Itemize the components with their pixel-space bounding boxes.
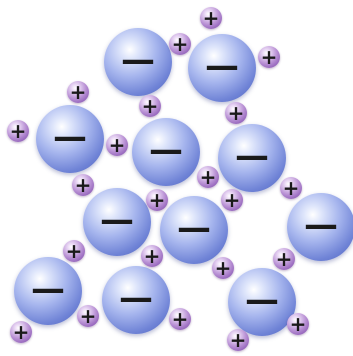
minus-sign: — — [205, 49, 239, 83]
positive-ion: + — [72, 174, 94, 196]
plus-sign: + — [10, 121, 27, 141]
plus-sign: + — [261, 47, 278, 67]
negative-ion: — — [102, 266, 170, 334]
negative-ion: — — [83, 188, 151, 256]
plus-sign: + — [228, 103, 245, 123]
plus-sign: + — [66, 241, 83, 261]
plus-sign: + — [80, 306, 97, 326]
minus-sign: — — [119, 281, 153, 315]
positive-ion: + — [225, 102, 247, 124]
positive-ion: + — [169, 33, 191, 55]
plus-sign: + — [142, 96, 159, 116]
positive-ion: + — [63, 240, 85, 262]
positive-ion: + — [212, 257, 234, 279]
minus-sign: — — [53, 120, 87, 154]
minus-sign: — — [149, 133, 183, 167]
plus-sign: + — [172, 309, 189, 329]
minus-sign: — — [245, 283, 279, 317]
positive-ion: + — [197, 166, 219, 188]
positive-ion: + — [7, 120, 29, 142]
positive-ion: + — [227, 329, 249, 351]
positive-ion: + — [287, 313, 309, 335]
positive-ion: + — [106, 134, 128, 156]
minus-sign: — — [31, 272, 65, 306]
positive-ion: + — [10, 321, 32, 343]
plus-sign: + — [290, 314, 307, 334]
plus-sign: + — [224, 190, 241, 210]
minus-sign: — — [100, 203, 134, 237]
negative-ion: — — [287, 193, 353, 261]
negative-ion: — — [104, 28, 172, 96]
positive-ion: + — [77, 305, 99, 327]
positive-ion: + — [139, 95, 161, 117]
positive-ion: + — [200, 7, 222, 29]
minus-sign: — — [304, 208, 338, 242]
positive-ion: + — [280, 177, 302, 199]
negative-ion: — — [160, 196, 228, 264]
minus-sign: — — [177, 211, 211, 245]
positive-ion: + — [169, 308, 191, 330]
plus-sign: + — [276, 249, 293, 269]
positive-ion: + — [258, 46, 280, 68]
plus-sign: + — [109, 135, 126, 155]
minus-sign: — — [235, 139, 269, 173]
negative-ion: — — [36, 105, 104, 173]
plus-sign: + — [283, 178, 300, 198]
negative-ion: — — [188, 34, 256, 102]
negative-ion: — — [218, 124, 286, 192]
minus-sign: — — [121, 43, 155, 77]
plus-sign: + — [144, 246, 161, 266]
plus-sign: + — [215, 258, 232, 278]
positive-ion: + — [273, 248, 295, 270]
plus-sign: + — [172, 34, 189, 54]
positive-ion: + — [146, 189, 168, 211]
negative-ion: — — [132, 118, 200, 186]
plus-sign: + — [13, 322, 30, 342]
positive-ion: + — [221, 189, 243, 211]
negative-ion: — — [14, 257, 82, 325]
plus-sign: + — [230, 330, 247, 350]
positive-ion: + — [141, 245, 163, 267]
plus-sign: + — [70, 82, 87, 102]
negative-ion: — — [228, 268, 296, 336]
positive-ion: + — [67, 81, 89, 103]
plus-sign: + — [203, 8, 220, 28]
plus-sign: + — [149, 190, 166, 210]
plus-sign: + — [75, 175, 92, 195]
plus-sign: + — [200, 167, 217, 187]
